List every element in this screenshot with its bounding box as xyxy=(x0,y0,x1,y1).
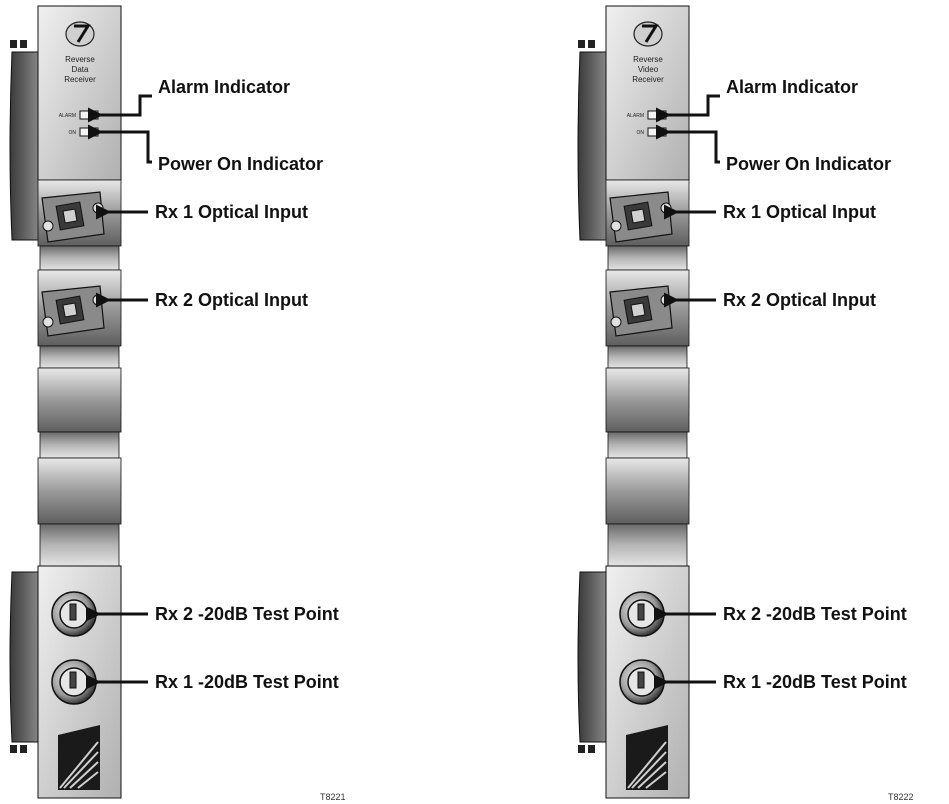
svg-text:Power On Indicator: Power On Indicator xyxy=(158,154,323,174)
rail-clip xyxy=(588,40,595,48)
svg-text:Alarm Indicator: Alarm Indicator xyxy=(726,77,858,97)
module-reverse-data-receiver: Reverse Data Receiver ALARM ON xyxy=(9,5,346,802)
rail-clip xyxy=(578,745,585,753)
rx1-test-point-bnc-icon xyxy=(51,659,97,705)
svg-text:Rx 2 -20dB Test Point: Rx 2 -20dB Test Point xyxy=(155,604,339,624)
power-led-label: ON xyxy=(69,130,77,136)
callout-alarm-indicator: Alarm Indicator xyxy=(88,77,290,123)
side-handle-lower xyxy=(9,571,41,743)
module-title-line-3: Receiver xyxy=(64,75,96,84)
rail-clip xyxy=(10,40,17,48)
module-reverse-video-receiver: Reverse Video Receiver ALARM ON xyxy=(577,5,914,802)
body-band xyxy=(605,367,690,433)
rail-clip xyxy=(578,40,585,48)
callout-power-on-indicator: Power On Indicator xyxy=(88,124,323,174)
alarm-led-indicator xyxy=(79,110,99,120)
body-band xyxy=(607,523,688,567)
rx2-test-point-bnc-icon xyxy=(619,591,665,637)
module-title-line-1: Reverse xyxy=(633,55,663,64)
callout-rx2-optical-input: Rx 2 Optical Input xyxy=(96,290,308,310)
rx1-optical-connector xyxy=(609,191,673,243)
rx2-test-point-bnc-icon xyxy=(51,591,97,637)
alarm-led-indicator xyxy=(647,110,667,120)
power-led-indicator xyxy=(79,127,99,137)
rx1-test-point-bnc-icon xyxy=(619,659,665,705)
module-title-line-2: Data xyxy=(72,65,89,74)
svg-text:Rx 2 Optical Input: Rx 2 Optical Input xyxy=(723,290,876,310)
side-handle-lower xyxy=(577,571,609,743)
svg-text:Power On Indicator: Power On Indicator xyxy=(726,154,891,174)
rail-clip xyxy=(10,745,17,753)
manufacturer-logo-icon xyxy=(58,725,100,790)
alarm-led-label: ALARM xyxy=(59,113,76,119)
callout-power-on-indicator: Power On Indicator xyxy=(656,124,891,174)
callout-alarm-indicator: Alarm Indicator xyxy=(656,77,858,123)
alarm-led-label: ALARM xyxy=(627,113,644,119)
callout-rx1-test-point: Rx 1 -20dB Test Point xyxy=(86,672,339,692)
rail-clip xyxy=(588,745,595,753)
module-title-line-2: Video xyxy=(638,65,659,74)
rail-clip xyxy=(20,745,27,753)
manufacturer-logo-icon xyxy=(626,725,668,790)
body-band xyxy=(607,345,688,369)
side-handle-upper xyxy=(577,51,609,241)
body-band xyxy=(39,431,120,459)
figure-id: T8221 xyxy=(320,792,346,802)
callout-rx2-test-point: Rx 2 -20dB Test Point xyxy=(654,604,907,624)
module-title-line-1: Reverse xyxy=(65,55,95,64)
body-band xyxy=(605,457,690,525)
rx1-optical-connector xyxy=(41,191,105,243)
body-band xyxy=(37,367,122,433)
body-band xyxy=(39,245,120,271)
svg-text:Rx 2 Optical Input: Rx 2 Optical Input xyxy=(155,290,308,310)
rail-clip xyxy=(20,40,27,48)
body-band xyxy=(39,523,120,567)
power-led-label: ON xyxy=(637,130,645,136)
callout-rx1-optical-input: Rx 1 Optical Input xyxy=(664,202,876,222)
svg-text:Rx 2 -20dB Test Point: Rx 2 -20dB Test Point xyxy=(723,604,907,624)
svg-text:Rx 1 Optical Input: Rx 1 Optical Input xyxy=(723,202,876,222)
rx2-optical-connector xyxy=(41,285,105,337)
callout-rx1-optical-input: Rx 1 Optical Input xyxy=(96,202,308,222)
callout-rx2-test-point: Rx 2 -20dB Test Point xyxy=(86,604,339,624)
callout-rx1-test-point: Rx 1 -20dB Test Point xyxy=(654,672,907,692)
svg-text:Rx 1 -20dB Test Point: Rx 1 -20dB Test Point xyxy=(155,672,339,692)
callout-rx2-optical-input: Rx 2 Optical Input xyxy=(664,290,876,310)
body-band xyxy=(39,345,120,369)
power-led-indicator xyxy=(647,127,667,137)
body-band xyxy=(37,457,122,525)
figure-id: T8222 xyxy=(888,792,914,802)
rx2-optical-connector xyxy=(609,285,673,337)
body-band xyxy=(607,431,688,459)
side-handle-upper xyxy=(9,51,41,241)
svg-text:Alarm Indicator: Alarm Indicator xyxy=(158,77,290,97)
svg-text:Rx 1 -20dB Test Point: Rx 1 -20dB Test Point xyxy=(723,672,907,692)
body-band xyxy=(607,245,688,271)
module-title-line-3: Receiver xyxy=(632,75,664,84)
svg-text:Rx 1 Optical Input: Rx 1 Optical Input xyxy=(155,202,308,222)
